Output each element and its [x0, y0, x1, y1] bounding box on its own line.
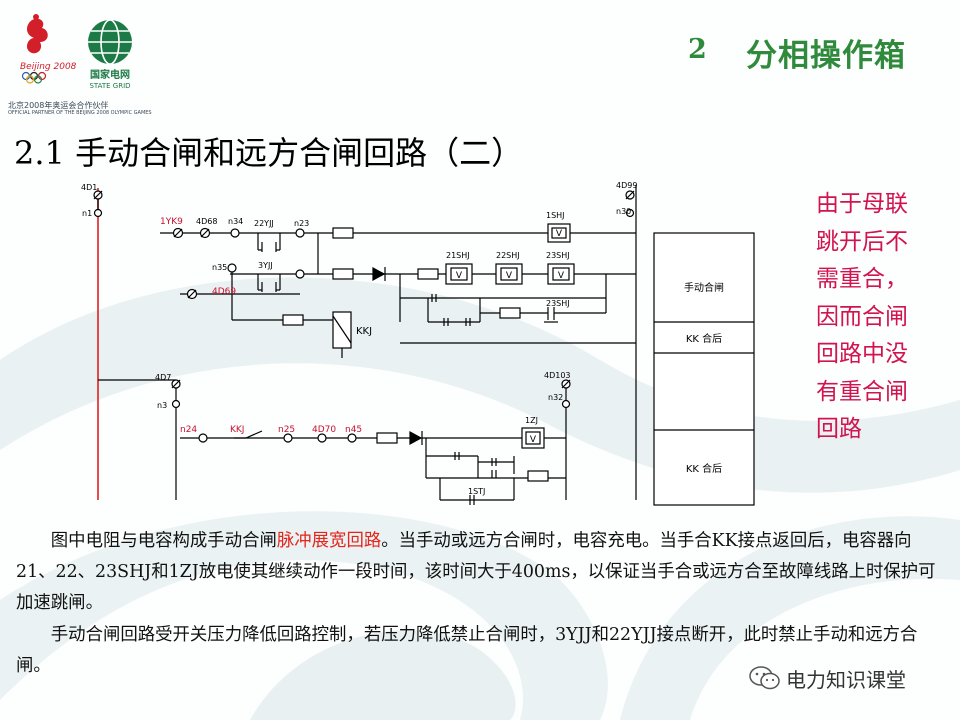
label-kkj: KKJ: [356, 326, 372, 337]
label-1shj: 1SHJ: [546, 211, 565, 220]
svg-text:V: V: [530, 435, 537, 445]
state-grid-logo: 国家电网 STATE GRID: [88, 19, 132, 90]
watermark-text: 电力知识课堂: [786, 667, 906, 692]
label-4d68: 4D68: [196, 217, 217, 226]
state-grid-cn: 国家电网: [90, 68, 130, 81]
label-n23: n23: [294, 219, 309, 228]
svg-text:V: V: [506, 271, 513, 281]
label-23shj: 23SHJ: [546, 251, 570, 260]
label-3yjj: 3YJJ: [258, 261, 273, 270]
label-n45: n45: [345, 425, 362, 435]
slide-subtitle: 2.1 手动合闸和远方合闸回路（二）: [14, 134, 524, 172]
label-n1: n1: [82, 209, 92, 218]
label-4d1: 4D1: [81, 183, 97, 192]
paragraph-1-highlight: 脉冲展宽回路: [276, 531, 382, 551]
label-4d99: 4D99: [616, 181, 637, 190]
svg-text:V: V: [556, 229, 563, 239]
wechat-icon: [749, 666, 780, 690]
section-number: 2: [688, 34, 707, 65]
label-n32: n32: [548, 393, 563, 402]
label-n3: n3: [157, 401, 167, 410]
label-4d69: 4D69: [212, 287, 236, 297]
closing-circuit-diagram: V V V V V 1YK9 4D69 n24 KKJ n25 4D70 n45 4D…: [81, 181, 755, 506]
watermark: 电力知识课堂: [748, 662, 906, 694]
paragraph-2-text: 手动合闸回路受开关压力降低回路控制，若压力降低禁止合闸时，3YJJ和22YJJ接…: [16, 625, 918, 676]
label-n25: n25: [278, 425, 295, 435]
label-n34: n34: [228, 217, 243, 226]
label-kkj2: KKJ: [230, 425, 244, 435]
kk-table-kk-close-2: KK 合后: [686, 462, 722, 475]
kk-table-kk-close-1: KK 合后: [686, 332, 722, 345]
label-22shj: 22SHJ: [496, 251, 520, 260]
logo-caption: 北京2008年奥运会合作伙伴: [8, 101, 109, 110]
logo-caption-en: OFFICIAL PARTNER OF THE BEIJING 2008 OLY…: [8, 110, 152, 116]
paragraph-1-start: 图中电阻与电容构成手动合闸: [50, 531, 277, 551]
label-n24: n24: [180, 425, 197, 435]
label-n35: n35: [212, 263, 227, 272]
kk-table-manual-close: 手动合闸: [684, 281, 724, 294]
label-23shj-b: 23SHJ: [546, 299, 570, 308]
svg-text:V: V: [456, 271, 463, 281]
section-title: 分相操作箱: [746, 38, 906, 74]
label-1stj: 1STJ: [468, 487, 485, 496]
label-n30: n30: [616, 207, 631, 216]
paragraph-2: 手动合闸回路受开关压力降低回路控制，若压力降低禁止合闸时，3YJJ和22YJJ接…: [16, 620, 944, 682]
beijing-logo-text: Beijing 2008: [20, 62, 77, 72]
beijing-2008-logo: Beijing 2008: [20, 14, 77, 84]
label-1zj: 1ZJ: [525, 416, 538, 425]
svg-text:V: V: [558, 271, 565, 281]
label-4d7: 4D7: [155, 373, 171, 382]
side-note: 由于母联跳开后不需重合，因而合闸回路中没有重合闸回路: [816, 191, 908, 442]
label-22yjj: 22YJJ: [254, 219, 274, 228]
label-1yk9: 1YK9: [160, 217, 183, 227]
label-4d103: 4D103: [544, 371, 571, 380]
paragraph-1: 图中电阻与电容构成手动合闸脉冲展宽回路。当手动或远方合闸时，电容充电。当手合KK…: [16, 526, 944, 619]
state-grid-en: STATE GRID: [89, 82, 130, 90]
label-4d70: 4D70: [312, 425, 336, 435]
logo-group: Beijing 2008 国家电网 STATE GRID: [20, 14, 132, 90]
paragraph-1-end: 。当手动或远方合闸时，电容充电。当手合KK接点返回后，电容器向21、22、23S…: [16, 531, 936, 613]
label-21shj: 21SHJ: [446, 251, 470, 260]
